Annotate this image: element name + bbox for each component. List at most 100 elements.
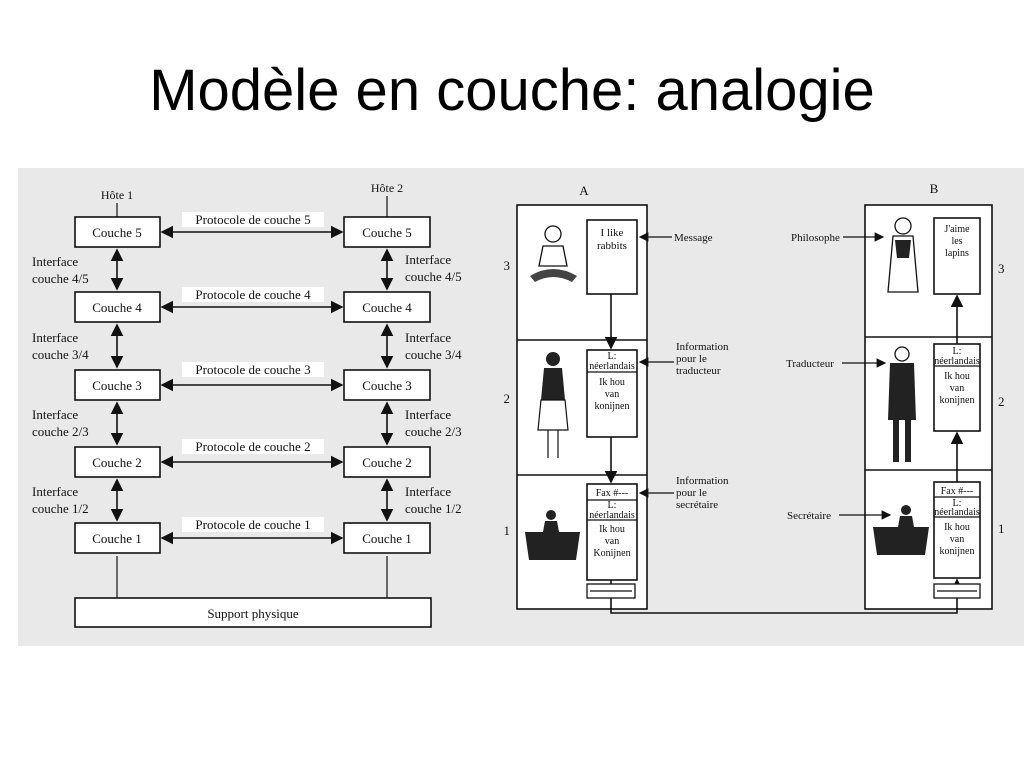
b-note-lapins-l3: lapins [945, 248, 969, 259]
interface-23-left-l2: couche 2/3 [32, 424, 89, 439]
protocole-5-label: Protocole de couche 5 [195, 212, 310, 227]
a-note-nl-l5: konijnen [595, 401, 630, 412]
translator-woman-illustration [537, 352, 569, 458]
host1-couche-4: Couche 4 [92, 300, 142, 315]
interface-labels-left: Interface couche 4/5 Interface couche 3/… [32, 254, 89, 516]
interface-45-left-l2: couche 4/5 [32, 271, 89, 286]
slide-title: Modèle en couche: analogie [149, 58, 875, 123]
layer-number-3-right: 3 [998, 261, 1005, 276]
host2-couche-3: Couche 3 [362, 378, 411, 393]
b-note-fax-l4: Ik hou [944, 522, 970, 533]
host2-label: Hôte 2 [371, 181, 403, 195]
fax-machine-a-icon [586, 583, 636, 599]
b-note-fax-l5: van [950, 534, 964, 545]
center-message-label: Message [674, 232, 713, 244]
interface-12-left-l1: Interface [32, 484, 78, 499]
interface-labels-right: Interface couche 4/5 Interface couche 3/… [405, 252, 462, 516]
interface-23-right-l1: Interface [405, 407, 451, 422]
b-note-fax-l3: néerlandais [934, 507, 980, 518]
interface-45-left-l1: Interface [32, 254, 78, 269]
b-note-nl [933, 343, 981, 432]
center-info-trad-l2: pour le [676, 353, 707, 365]
a-note-fax-l2: L: [608, 500, 617, 511]
fax-machine-b-icon [933, 583, 981, 599]
host2-couche-1: Couche 1 [362, 531, 411, 546]
host2-couche-2: Couche 2 [362, 455, 411, 470]
protocole-3-label: Protocole de couche 3 [195, 362, 310, 377]
a-note-fax-l3: néerlandais [589, 510, 635, 521]
center-info-sec-l1: Information [676, 475, 729, 487]
a-note-fax-l1: Fax #--- [596, 488, 629, 499]
host1-couche-5: Couche 5 [92, 225, 141, 240]
interface-arrows [110, 248, 394, 598]
left-layer-diagram: Hôte 1 Hôte 2 Couche 5 Couche 4 Couche 3… [32, 181, 462, 628]
a-note-nl-l4: van [605, 389, 619, 400]
secretary-desk-b-illustration [873, 505, 929, 555]
interface-34-left-l2: couche 3/4 [32, 347, 89, 362]
center-info-sec-l2: pour le [676, 487, 707, 499]
host2-couche-4: Couche 4 [362, 300, 412, 315]
host1-label: Hôte 1 [101, 188, 133, 202]
interface-45-right-l2: couche 4/5 [405, 269, 462, 284]
host1-couche-3: Couche 3 [92, 378, 141, 393]
interface-12-right-l2: couche 1/2 [405, 501, 462, 516]
a-note-nl-l1: L: [608, 351, 617, 362]
a-note-fax-l6: Konijnen [593, 548, 630, 559]
interface-34-right-l2: couche 3/4 [405, 347, 462, 362]
layer-number-2-right: 2 [998, 394, 1005, 409]
b-note-fax-l1: Fax #--- [941, 486, 974, 497]
b-note-nl-l4: van [950, 383, 964, 394]
interface-12-right-l1: Interface [405, 484, 451, 499]
label-b: B [930, 181, 939, 196]
host1-couche-1: Couche 1 [92, 531, 141, 546]
a-note-nl-l2: néerlandais [589, 361, 635, 372]
layer-number-1-right: 1 [998, 521, 1005, 536]
b-note-lapins-l1: J'aime [944, 224, 970, 235]
protocole-2-label: Protocole de couche 2 [195, 439, 310, 454]
host1-layers: Couche 5 Couche 4 Couche 3 Couche 2 Couc… [74, 216, 161, 554]
a-note-rabbits-l1: I like [601, 227, 624, 239]
layer-number-2-left: 2 [504, 391, 511, 406]
interface-34-right-l1: Interface [405, 330, 451, 345]
protocol-labels: Protocole de couche 5 Protocole de couch… [182, 212, 324, 532]
protocole-1-label: Protocole de couche 1 [195, 517, 310, 532]
interface-34-left-l1: Interface [32, 330, 78, 345]
fax-line-connection [610, 600, 958, 614]
b-note-lapins-l2: les [951, 236, 962, 247]
b-role-secretaire: Secrétaire [787, 510, 831, 522]
support-physique-box [74, 597, 432, 628]
support-physique-label: Support physique [207, 606, 299, 621]
interface-12-left-l2: couche 1/2 [32, 501, 89, 516]
interface-23-right-l2: couche 2/3 [405, 424, 462, 439]
b-note-nl-l1: L: [953, 346, 962, 357]
b-note-nl-l5: konijnen [940, 395, 975, 406]
b-note-nl-l2: néerlandais [934, 356, 980, 367]
label-a: A [579, 183, 589, 198]
host1-couche-2: Couche 2 [92, 455, 141, 470]
interface-23-left-l1: Interface [32, 407, 78, 422]
b-note-fax-l6: konijnen [940, 546, 975, 557]
secretary-desk-a-illustration [525, 510, 580, 560]
a-note-fax-l5: van [605, 536, 619, 547]
right-analogy-diagram: A B 3 2 1 3 2 1 I like rabbits L: néerla… [504, 181, 1005, 614]
protocol-arrows [160, 225, 344, 545]
translator-man-illustration [888, 346, 916, 462]
layer-number-1-left: 1 [504, 523, 511, 538]
a-note-rabbits [586, 219, 638, 295]
a-note-rabbits-l2: rabbits [597, 240, 627, 252]
layer-number-3-left: 3 [504, 258, 511, 273]
b-note-lapins [933, 217, 981, 295]
a-note-fax-l4: Ik hou [599, 524, 625, 535]
center-info-trad-l1: Information [676, 341, 729, 353]
center-info-trad-l3: traducteur [676, 365, 721, 377]
b-role-traducteur: Traducteur [786, 358, 834, 370]
b-note-nl-l3: Ik hou [944, 371, 970, 382]
protocole-4-label: Protocole de couche 4 [195, 287, 311, 302]
host2-layers: Couche 5 Couche 4 Couche 3 Couche 2 Couc… [343, 216, 431, 554]
b-note-fax-l2: L: [953, 498, 962, 509]
b-role-philosophe: Philosophe [791, 232, 840, 244]
meditating-philosopher-illustration [530, 225, 577, 282]
interface-45-right-l1: Interface [405, 252, 451, 267]
monk-philosopher-illustration [887, 217, 919, 293]
